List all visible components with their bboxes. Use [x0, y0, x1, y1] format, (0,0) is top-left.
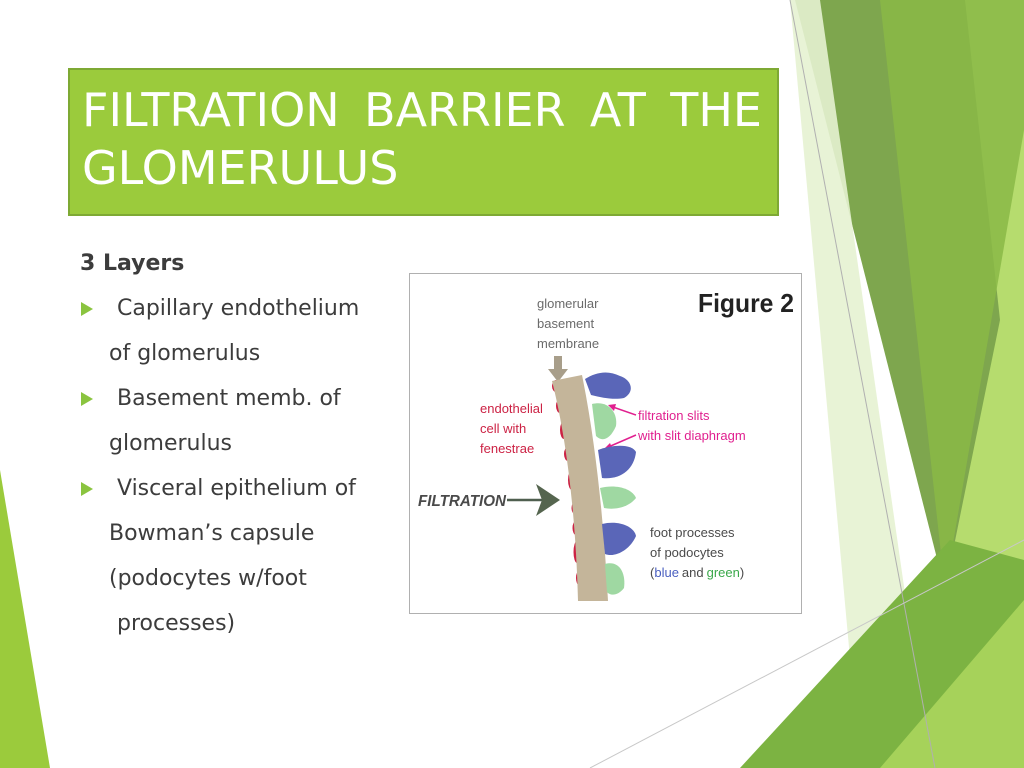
bullet-arrow-icon [81, 392, 93, 406]
deco-thin-line-1 [789, 0, 936, 768]
filtration-arrow-icon [507, 484, 560, 516]
slide-title-line2: GLOMERULUS [82, 141, 399, 195]
filtration-barrier-diagram: Figure 2 glomerular basement membrane en… [418, 288, 794, 601]
bullet-2-line2: glomerulus [109, 431, 233, 456]
title-box: FILTRATION BARRIER AT THE GLOMERULUS [68, 68, 779, 216]
bullet-3-line4: processes) [117, 611, 236, 636]
bullet-3-line1: Visceral epithelium of [117, 476, 356, 501]
bullet-2-line1: Basement memb. of [117, 386, 341, 411]
filtration-label: FILTRATION [418, 493, 506, 510]
bottom-light-triangle [880, 600, 1024, 768]
deco-thin-line-2 [589, 539, 1024, 768]
title-word: AT [589, 83, 646, 137]
foot-label-line2: of podocytes [650, 545, 724, 560]
slits-label-line2: with slit diaphragm [637, 428, 746, 443]
endothelial-label-line2: cell with [480, 421, 526, 436]
podocyte-foot-processes [585, 372, 636, 595]
left-green-sliver [0, 470, 50, 768]
bullet-arrow-icon [81, 302, 93, 316]
bullet-3-line2: Bowman’s capsule [109, 521, 315, 546]
slide-title-line1: FILTRATION BARRIER AT THE [82, 84, 762, 136]
bullet-3-line3: (podocytes w/foot [109, 566, 307, 591]
layers-heading: 3 Layers [80, 251, 185, 276]
figure-label: Figure 2 [698, 288, 794, 318]
title-word: BARRIER [364, 83, 566, 137]
right-mid-green-band [880, 0, 1024, 590]
slits-label-line1: filtration slits [638, 408, 710, 423]
right-pale-green-band [790, 0, 930, 768]
gbm-label-line2: basement [537, 316, 594, 331]
bullet-1-line2: of glomerulus [109, 341, 261, 366]
figure-image: Figure 2 glomerular basement membrane en… [409, 273, 802, 614]
basement-membrane [552, 375, 608, 601]
endothelial-label-line1: endothelial [480, 401, 543, 416]
bullet-1-line1: Capillary endothelium [117, 296, 360, 321]
gbm-arrow-icon [548, 356, 568, 382]
gbm-label-line3: membrane [537, 336, 599, 351]
bullet-arrow-icon [81, 482, 93, 496]
endothelial-label-line3: fenestrae [480, 441, 534, 456]
gbm-label-line1: glomerular [537, 296, 599, 311]
foot-label-line1: foot processes [650, 525, 735, 540]
title-word: THE [670, 83, 762, 137]
title-word: FILTRATION [82, 83, 340, 137]
